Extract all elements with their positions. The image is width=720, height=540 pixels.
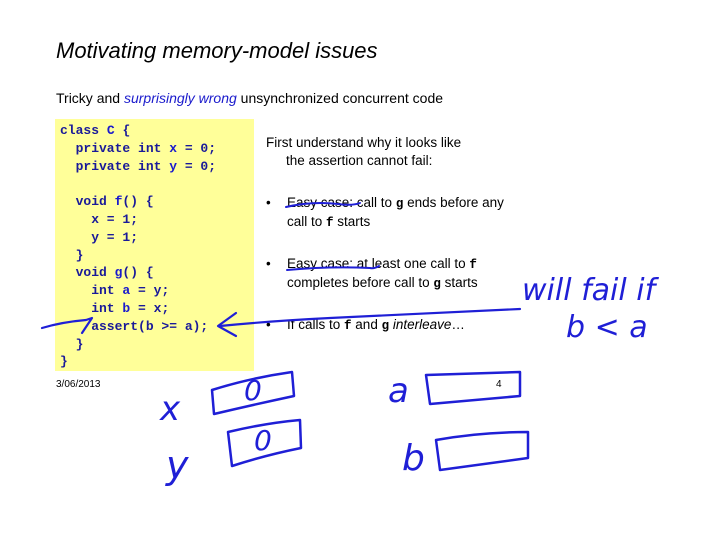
ink-arrow-tail	[40, 316, 94, 335]
code-text: private int	[60, 140, 170, 156]
code-line: y = 1;	[60, 229, 139, 245]
ink-value-y: 0	[254, 424, 272, 457]
slide-title: Motivating memory-model issues	[56, 38, 378, 63]
inline-code: f	[344, 319, 352, 333]
code-text: () {	[122, 194, 154, 210]
code-text: () {	[122, 265, 154, 281]
ink-value-x: 0	[244, 374, 262, 407]
inline-code: g	[433, 277, 441, 291]
code-text: void	[60, 194, 115, 210]
inline-code: f	[469, 258, 477, 272]
subtitle-text: Tricky and	[56, 90, 124, 106]
code-var: b	[122, 300, 131, 316]
bullet-text: at least one call to	[353, 256, 470, 271]
code-text: {	[114, 123, 131, 138]
explanation-line: the assertion cannot fail:	[286, 153, 433, 168]
inline-code: g	[381, 319, 390, 333]
code-line: assert(b >= a);	[60, 318, 209, 334]
ink-label-y: y	[165, 443, 189, 487]
ink-note: will fail if	[522, 273, 660, 308]
bullet-text: call to	[353, 195, 396, 210]
code-method-name: g	[114, 265, 123, 281]
slide-subtitle: Tricky and surprisingly wrong unsynchron…	[56, 90, 443, 106]
ink-label-x: x	[159, 389, 181, 429]
ink-box-b	[434, 430, 530, 472]
code-text: int	[60, 300, 123, 316]
ink-label-b: b	[402, 438, 425, 479]
code-line: }	[60, 354, 68, 370]
code-text: = 0;	[177, 140, 217, 156]
bullet-text: ends before any call to	[287, 195, 504, 229]
explanation-text: First understand why it looks like the a…	[266, 134, 516, 170]
code-text: = x;	[130, 300, 170, 316]
bullet-text: completes before call to	[287, 275, 434, 290]
bullet-item: • If calls to f and g interleave…	[266, 316, 516, 335]
ink-box-y	[226, 418, 303, 468]
ink-label-a: a	[388, 371, 409, 411]
ink-underline	[285, 202, 361, 208]
footer-date: 3/06/2013	[56, 379, 101, 390]
inline-code: g	[395, 197, 404, 211]
bullet-dot: •	[266, 195, 271, 210]
ink-box-x	[210, 370, 296, 416]
code-block: class C { private int x = 0; private int…	[60, 122, 216, 371]
bullet-text: …	[451, 317, 465, 332]
page-number: 4	[496, 379, 502, 390]
code-text: = 0;	[177, 158, 217, 174]
code-highlight-box	[55, 119, 254, 371]
code-line: x = 1;	[60, 211, 139, 227]
subtitle-text: unsynchronized concurrent code	[236, 90, 444, 106]
bullet-text: starts	[333, 214, 371, 229]
code-text: int	[60, 283, 123, 299]
code-var: y	[169, 158, 178, 174]
ink-arrow	[218, 307, 522, 328]
explanation-line: First understand why it looks like	[266, 135, 462, 150]
code-class-name: C	[106, 123, 115, 138]
code-text: private int	[60, 158, 170, 174]
code-line: }	[60, 247, 84, 263]
bullet-text: If calls to	[287, 317, 345, 332]
code-keyword: class	[60, 123, 100, 138]
code-text: void	[60, 265, 115, 281]
code-var: a	[122, 283, 131, 299]
bullet-item: • Easy case: at least one call to f comp…	[266, 255, 516, 293]
ink-box-a	[424, 370, 522, 406]
code-text: = y;	[130, 283, 170, 299]
arrowhead-icon	[216, 311, 238, 338]
ink-note: b < a	[566, 310, 648, 345]
bullet-emphasis: interleave	[392, 317, 452, 332]
code-line: }	[60, 336, 84, 352]
bullet-text: and	[351, 317, 382, 332]
bullet-dot: •	[266, 256, 271, 271]
bullet-dot: •	[266, 317, 271, 332]
bullet-text: starts	[440, 275, 478, 290]
code-method-name: f	[114, 194, 123, 210]
subtitle-emphasis: surprisingly wrong	[123, 90, 237, 106]
ink-underline	[286, 265, 380, 271]
code-var: x	[169, 140, 178, 156]
bullet-item: • Easy case: call to g ends before any c…	[266, 194, 516, 232]
inline-code: f	[326, 216, 334, 230]
